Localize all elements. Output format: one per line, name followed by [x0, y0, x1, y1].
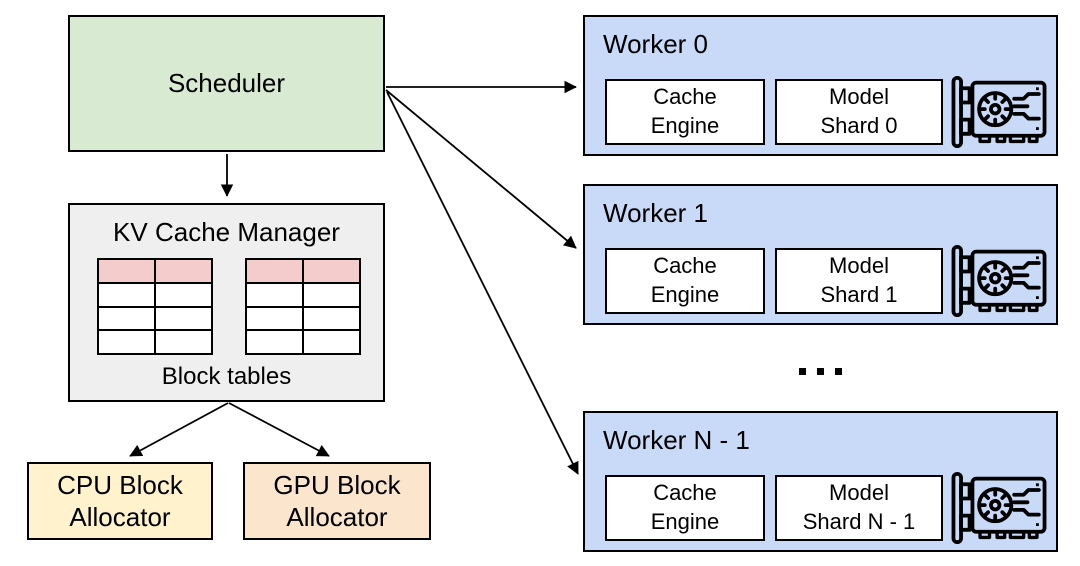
- cpu-block-allocator-box: CPU Block Allocator: [27, 462, 213, 540]
- worker-n-1-cache-engine-box: Cache Engine: [605, 475, 765, 541]
- block-table-header-cell: [156, 260, 211, 282]
- cpu-block-allocator-label: CPU Block Allocator: [57, 469, 183, 533]
- block-table-cell: [99, 283, 154, 306]
- model-shard-label: Model Shard 0: [820, 84, 898, 138]
- block-table-cell: [99, 331, 154, 353]
- block-table-2: [245, 258, 361, 355]
- worker-1-model-shard-box: Model Shard 1: [775, 248, 943, 314]
- gpu-block-allocator-box: GPU Block Allocator: [243, 462, 431, 540]
- kv-cache-manager-box: KV Cache Manager Block tables: [68, 203, 385, 402]
- model-shard-label: Model Shard 1: [820, 253, 898, 307]
- worker-0-model-shard-box: Model Shard 0: [775, 79, 943, 145]
- gpu-card-icon: [951, 471, 1047, 545]
- scheduler-box: Scheduler: [68, 15, 385, 152]
- block-table-cell: [304, 283, 359, 306]
- cache-engine-label: Cache Engine: [650, 480, 720, 534]
- worker-n-1-box: Worker N - 1 Cache Engine Model Shard N …: [583, 411, 1058, 552]
- ellipsis-dot: [799, 368, 806, 375]
- block-table-cell: [156, 331, 211, 353]
- block-table-cell: [304, 331, 359, 353]
- arrow-kv-to-gpu-allocator: [228, 402, 330, 457]
- worker-1-cache-engine-box: Cache Engine: [605, 248, 765, 314]
- scheduler-label: Scheduler: [167, 68, 286, 98]
- block-table-header-cell: [99, 260, 154, 282]
- gpu-card-icon: [951, 75, 1047, 149]
- block-table-cell: [99, 307, 154, 330]
- model-shard-label: Model Shard N - 1: [802, 480, 916, 534]
- block-table-cell: [304, 307, 359, 330]
- block-table-cell: [247, 283, 302, 306]
- arrow-scheduler-to-worker-n-1: [386, 91, 579, 475]
- arrow-scheduler-to-worker-1: [385, 89, 577, 249]
- block-table-header-cell: [304, 260, 359, 282]
- gpu-block-allocator-label: GPU Block Allocator: [273, 469, 401, 533]
- worker-1-title: Worker 1: [603, 198, 708, 228]
- gpu-card-icon: [951, 244, 1047, 318]
- worker-0-title: Worker 0: [603, 29, 708, 59]
- kv-cache-manager-title: KV Cache Manager: [113, 217, 340, 247]
- ellipsis-dot: [835, 368, 842, 375]
- worker-1-box: Worker 1 Cache Engine Model Shard 1: [583, 184, 1058, 325]
- cache-engine-label: Cache Engine: [650, 253, 720, 307]
- worker-0-box: Worker 0 Cache Engine Model Shard 0: [583, 15, 1058, 156]
- block-table-cell: [156, 307, 211, 330]
- worker-0-cache-engine-box: Cache Engine: [605, 79, 765, 145]
- block-table-cell: [247, 331, 302, 353]
- worker-n-1-model-shard-box: Model Shard N - 1: [775, 475, 943, 541]
- worker-n-1-title: Worker N - 1: [603, 425, 750, 455]
- arrow-kv-to-cpu-allocator: [129, 402, 229, 457]
- ellipsis-dot: [817, 368, 824, 375]
- workers-ellipsis: [799, 368, 842, 375]
- block-table-header-cell: [247, 260, 302, 282]
- cache-engine-label: Cache Engine: [650, 84, 720, 138]
- block-table-cell: [156, 283, 211, 306]
- block-table-1: [97, 258, 213, 355]
- block-tables-caption: Block tables: [161, 363, 292, 390]
- block-table-cell: [247, 307, 302, 330]
